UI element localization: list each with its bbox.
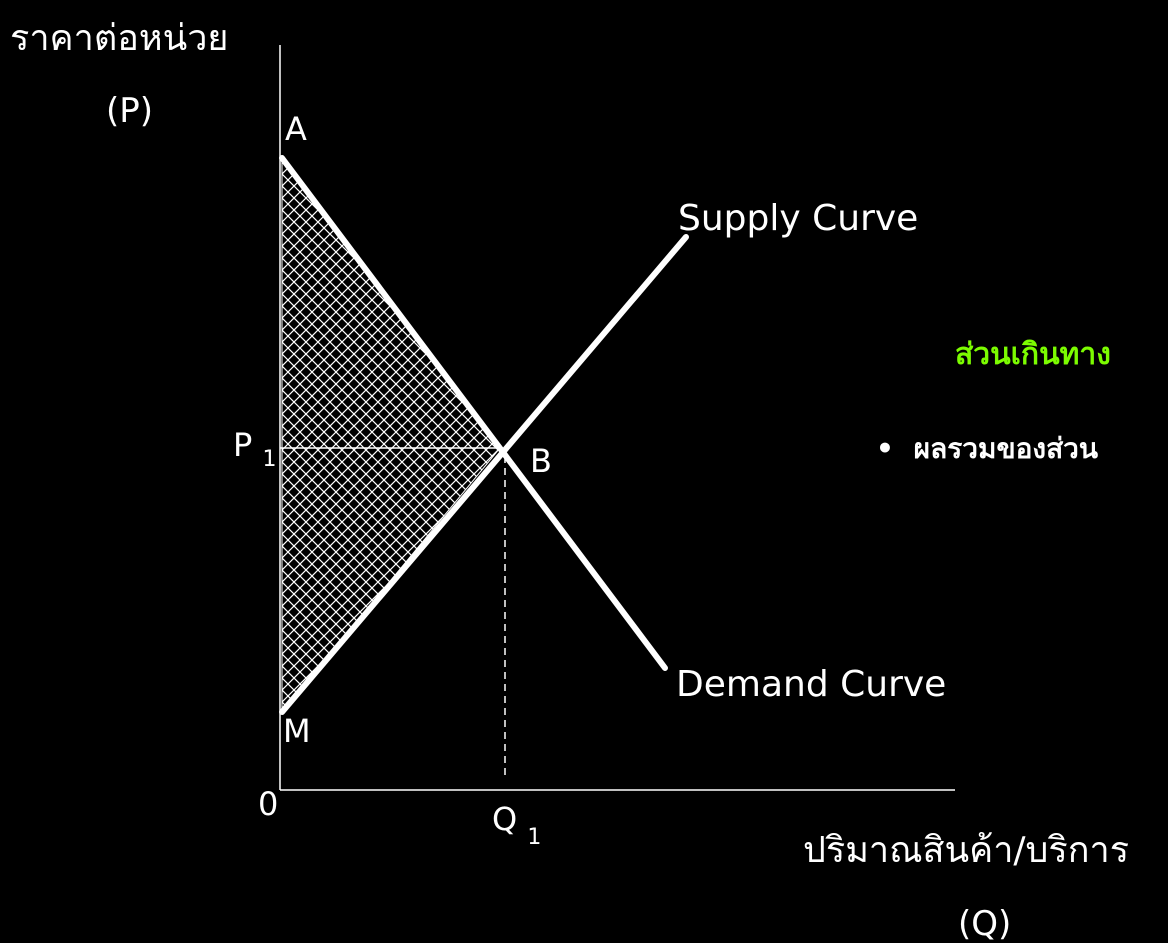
note-bullet-text: ผลรวมของส่วน <box>914 432 1098 465</box>
point-b-label: B <box>530 442 552 480</box>
y-axis-symbol: (P) <box>106 91 153 131</box>
y-axis-label: ราคาต่อหน่วย <box>10 18 229 59</box>
supply-curve-label: Supply Curve <box>678 198 918 239</box>
p1-label: P 1 <box>233 426 276 472</box>
x-axis-symbol: (Q) <box>958 904 1011 943</box>
q1-label: Q 1 <box>492 800 541 850</box>
surplus-area <box>281 156 501 714</box>
p1-subscript: 1 <box>262 447 276 472</box>
point-m-label: M <box>283 712 311 750</box>
q1-subscript: 1 <box>527 825 541 850</box>
demand-curve-label: Demand Curve <box>676 664 946 705</box>
p1-main: P <box>233 426 252 464</box>
origin-label: 0 <box>258 785 278 823</box>
note-bullet: • ผลรวมของส่วน <box>876 432 1098 465</box>
note-bullet-marker: • <box>876 432 894 465</box>
q1-main: Q <box>492 800 517 838</box>
note-title: ส่วนเกินทาง <box>955 337 1111 372</box>
supply-curve <box>279 234 689 715</box>
x-axis-label: ปริมาณสินค้า/บริการ <box>803 830 1129 871</box>
demand-curve <box>279 155 668 671</box>
point-a-label: A <box>285 110 307 148</box>
